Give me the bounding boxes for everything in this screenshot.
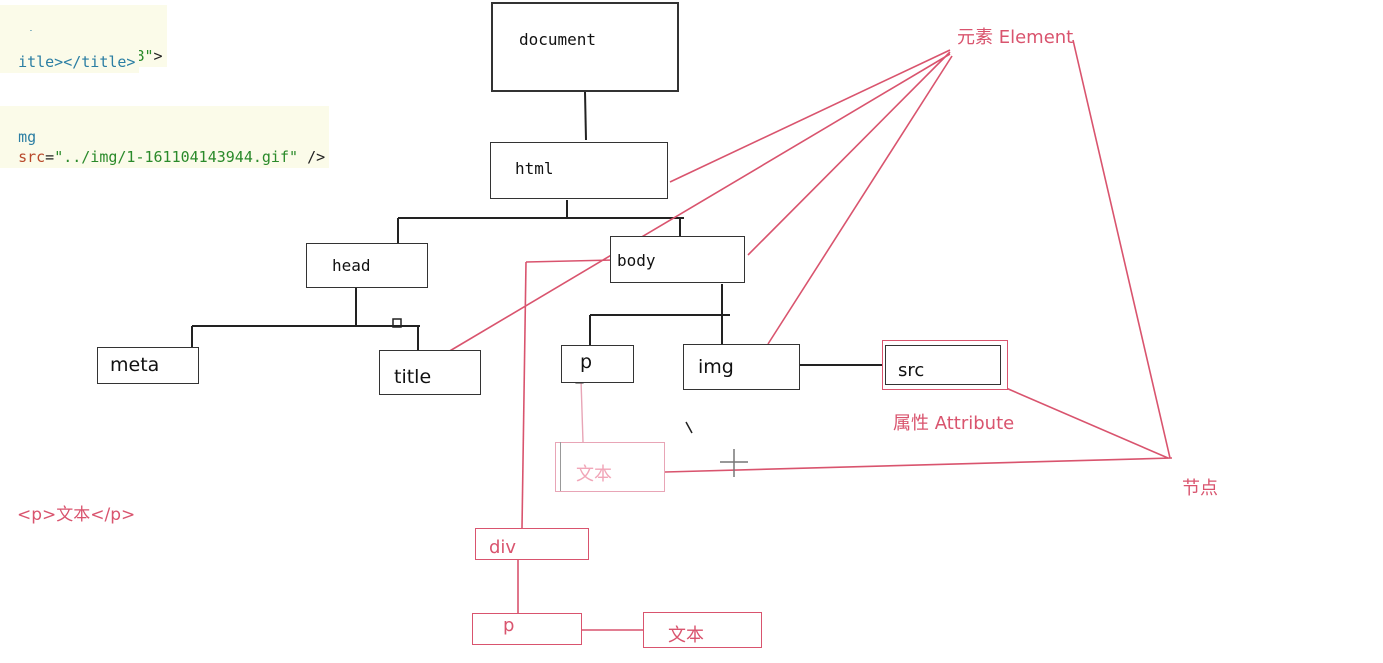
stray-tick	[685, 421, 693, 434]
node-text2: 文本	[643, 612, 762, 648]
code-value: "../img/1-161104143944.gif"	[54, 148, 299, 166]
code-line-img: mg src="../img/1-161104143944.gif" />	[0, 106, 330, 168]
pointer-html	[669, 49, 951, 183]
node-meta: meta	[97, 347, 199, 384]
code-line-title: itle></title>	[0, 31, 140, 73]
node-label: img	[698, 356, 734, 378]
line-p-text1	[580, 379, 584, 443]
node-document: document	[491, 2, 679, 92]
pointer-node-text	[664, 457, 1173, 473]
node-label: 文本	[576, 464, 612, 485]
pointer-img	[767, 55, 953, 345]
label-element: 元素 Element	[957, 27, 1074, 48]
node-label: document	[519, 30, 597, 49]
label-p-text: <p>文本</p>	[17, 505, 136, 525]
node-p2: p	[472, 613, 582, 645]
div-branch-lines	[517, 259, 644, 631]
node-head: head	[306, 243, 428, 288]
pointer-node-element	[1072, 39, 1171, 459]
node-label: src	[898, 360, 925, 381]
line-body-left	[525, 259, 615, 263]
node-label: body	[617, 251, 656, 270]
node-label: 文本	[668, 625, 704, 646]
node-img: img	[683, 344, 800, 390]
tree-connectors	[191, 91, 884, 434]
code-text: itle></title>	[18, 53, 136, 71]
code-end: />	[307, 148, 326, 166]
node-label: div	[489, 537, 517, 558]
connector-document-html	[584, 91, 587, 141]
node-html: html	[490, 142, 668, 199]
pointer-node-src	[1005, 387, 1169, 459]
node-body: body	[610, 236, 745, 283]
pointer-title	[447, 53, 951, 353]
node-pointers	[664, 39, 1173, 473]
node-label: head	[332, 256, 371, 275]
node-label: title	[394, 366, 432, 388]
element-pointers	[447, 49, 953, 353]
code-attr: src	[18, 148, 46, 166]
label-node: 节点	[1182, 478, 1218, 499]
code-tag: mg	[18, 128, 37, 146]
node-title: title	[379, 350, 481, 395]
code-end: >	[153, 47, 163, 65]
crosshair-cursor	[720, 449, 748, 477]
node-label: p	[580, 351, 593, 373]
connector-mark	[392, 318, 402, 328]
label-attribute: 属性 Attribute	[893, 413, 1015, 434]
node-label: meta	[110, 354, 160, 376]
text-node-lines	[575, 375, 584, 443]
node-p: p	[561, 345, 634, 383]
node-src: src	[882, 340, 1008, 390]
pointer-body	[747, 51, 951, 256]
line-to-div	[521, 261, 527, 529]
node-text1: 文本	[555, 442, 665, 492]
node-label: html	[515, 159, 554, 178]
node-div: div	[475, 528, 589, 560]
node-label: p	[503, 615, 515, 636]
